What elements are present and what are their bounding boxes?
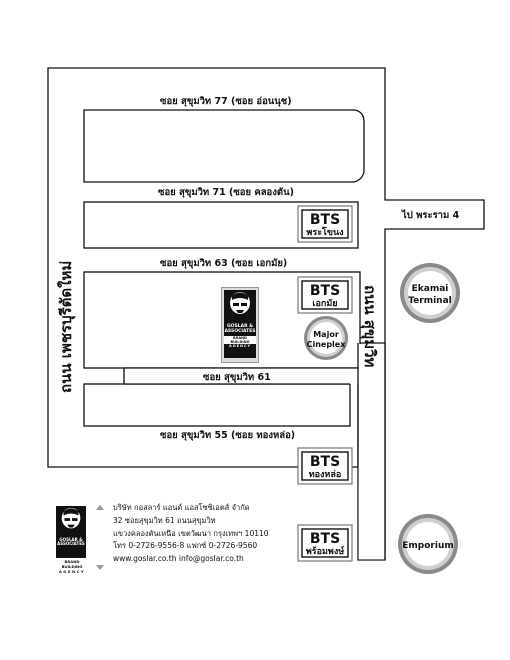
street-label-sukhumvit: ถนน สุขุมวิท	[360, 285, 379, 368]
company-web[interactable]: www.goslar.co.th info@goslar.co.th	[113, 554, 244, 564]
svg-text:BTS: BTS	[310, 454, 340, 470]
scroll-up-icon	[96, 505, 104, 510]
svg-text:Major: Major	[313, 330, 339, 339]
bts-station-ekkamai: BTS เอกมัย	[297, 276, 353, 314]
footer-logo-tagline1: BRAND BUILDING	[61, 559, 83, 569]
soi61-edge	[123, 367, 360, 385]
map-logo-tagline1: BRAND BUILDING	[224, 336, 256, 345]
street-label-rama4: ไป พระราม 4	[401, 209, 460, 221]
svg-text:BTS: BTS	[310, 212, 340, 228]
street-label-soi63: ซอย สุขุมวิท 63 (ซอย เอกมัย)	[160, 258, 287, 269]
footer-logo-name1: GOSLAR &	[59, 537, 83, 542]
map-logo-tagline2: AGENCY	[228, 344, 251, 349]
svg-text:พร้อมพงษ์: พร้อมพงษ์	[306, 545, 345, 557]
footer-logo-face-icon	[56, 506, 86, 534]
svg-text:ทองหล่อ: ทองหล่อ	[309, 469, 342, 480]
company-address-2: แขวงคลองตันเหนือ เขตวัฒนา กรุงเทพฯ 10110	[113, 528, 269, 538]
sukhumvit-south-fill	[358, 344, 385, 560]
scroll-down-icon	[96, 565, 104, 570]
logo-face-icon	[224, 290, 256, 320]
street-label-soi77: ซอย สุขุมวิท 77 (ซอย อ่อนนุช)	[160, 96, 292, 107]
svg-text:พระโขนง: พระโขนง	[306, 226, 343, 238]
svg-text:เอกมัย: เอกมัย	[312, 298, 337, 309]
company-info: บริษัท กอสลาร์ แอนด์ แอสโซซิเอตส์ จำกัด …	[113, 502, 313, 566]
street-label-petchaburi: ถนน เพชรบุรีตัดใหม่	[57, 261, 76, 393]
map-logo: GOSLAR & ASSOCIATES BRAND BUILDING AGENC…	[221, 287, 259, 363]
bts-station-phromphong: BTS พร้อมพงษ์	[297, 524, 353, 562]
company-name: บริษัท กอสลาร์ แอนด์ แอสโซซิเอตส์ จำกัด	[113, 503, 250, 512]
street-label-soi71: ซอย สุขุมวิท 71 (ซอย คลองตัน)	[158, 187, 294, 198]
footer-logo: GOSLAR & ASSOCIATES	[56, 506, 86, 558]
block-soi77-soi71	[83, 109, 365, 183]
map-logo-name2: ASSOCIATES	[224, 328, 256, 334]
svg-text:Ekamai: Ekamai	[412, 284, 449, 294]
svg-text:BTS: BTS	[310, 531, 340, 547]
company-phone: โทร 0-2726-9556-8 แฟกซ์ 0-2726-9560	[113, 541, 258, 551]
svg-text:Cineplex: Cineplex	[307, 340, 347, 349]
bts-station-phrakhanong: BTS พระโขนง	[297, 205, 353, 243]
footer-logo-tagline2: AGENCY	[58, 569, 86, 574]
svg-text:Emporium: Emporium	[402, 541, 453, 551]
map-logo-name1: GOSLAR &	[226, 324, 254, 329]
svg-text:BTS: BTS	[310, 283, 340, 299]
footer-logo-tagline: BRAND BUILDING AGENCY	[56, 559, 88, 574]
block-soi61-soi55	[83, 383, 351, 427]
company-address-1: 32 ซอยสุขุมวิท 61 ถนนสุขุมวิท	[113, 515, 216, 525]
footer-logo-name2: ASSOCIATES	[57, 541, 85, 547]
bts-station-thonglor: BTS ทองหล่อ	[297, 447, 353, 485]
street-label-soi55: ซอย สุขุมวิท 55 (ซอย ทองหล่อ)	[160, 430, 295, 441]
landmark-emporium: Emporium	[398, 514, 458, 574]
svg-text:Terminal: Terminal	[408, 296, 452, 306]
soi61-road	[124, 368, 364, 384]
landmark-major-cineplex: Major Cineplex	[304, 316, 348, 360]
landmark-ekamai-terminal: Ekamai Terminal	[400, 263, 460, 323]
street-label-soi61: ซอย สุขุมวิท 61	[203, 372, 271, 383]
